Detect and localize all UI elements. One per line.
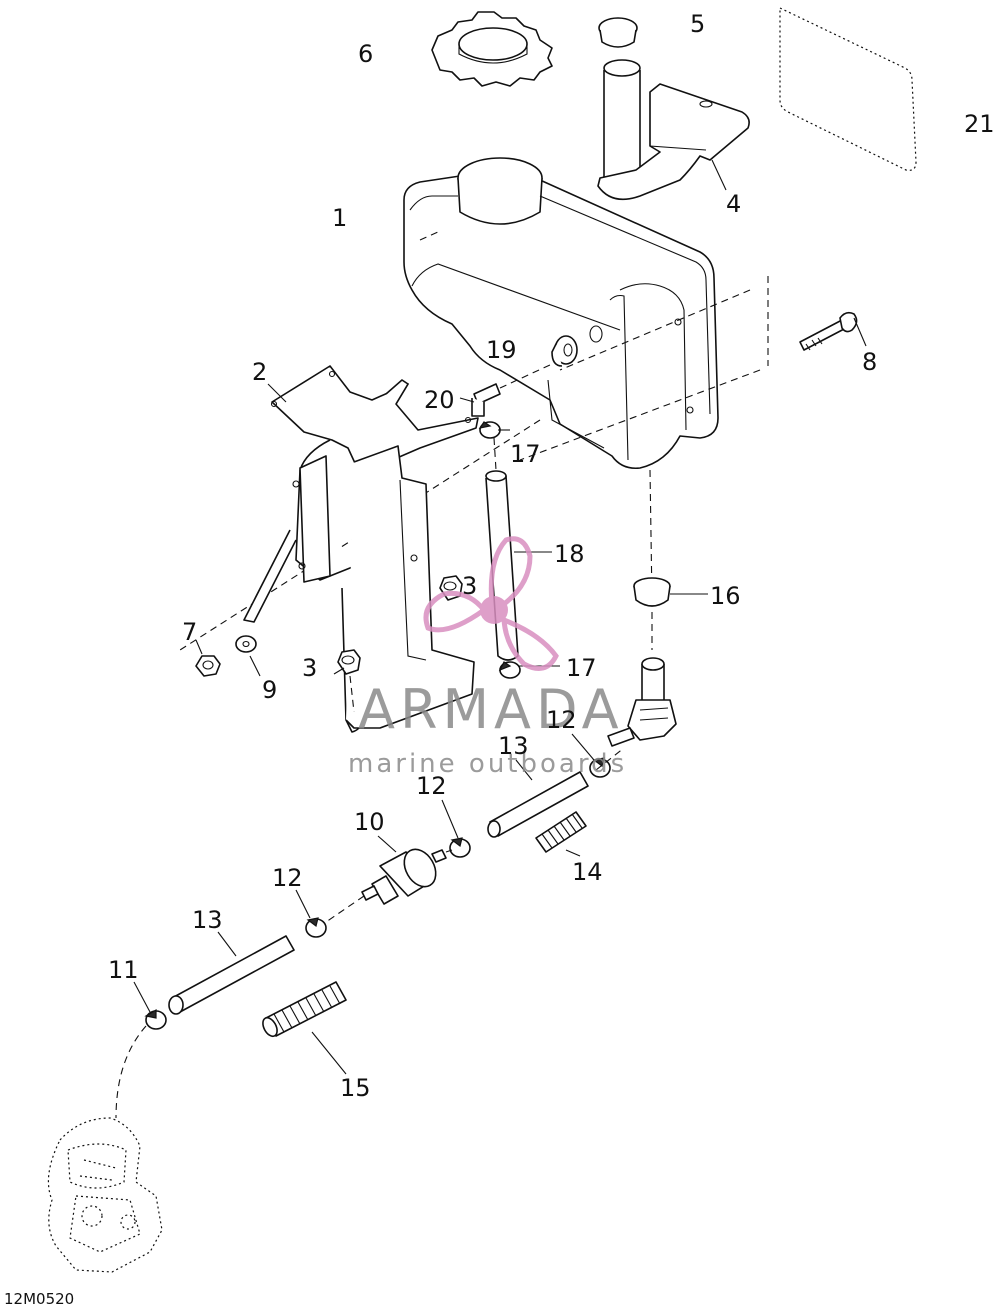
part-14-spring-guard [535,811,587,853]
callout-9: 9 [262,676,277,704]
part-5-grommet [598,17,638,48]
callout-5: 5 [690,10,705,38]
part-12-hose-clamp-middle [449,837,471,858]
callout-10: 10 [354,808,385,836]
callout-11: 11 [108,956,139,984]
callout-4: 4 [726,190,741,218]
part-13-fuel-hose-upper [487,747,625,838]
callout-12-bottom: 12 [272,864,303,892]
callout-1: 1 [332,204,347,232]
part-7-nut [195,655,221,677]
callout-21: 21 [964,110,995,138]
part-12-hose-clamp-top [589,757,611,778]
callout-19: 19 [486,336,517,364]
part-21-decal [779,7,917,171]
part-17-hose-clamp-lower [498,661,521,679]
callout-3-lower: 3 [302,654,317,682]
callout-3-upper: 3 [462,572,477,600]
callout-6: 6 [358,40,373,68]
fuel-outlet-valve [607,657,677,747]
callout-2: 2 [252,358,267,386]
figure-code: 12M0520 [4,1290,74,1308]
part-8-bolt [799,311,858,351]
callout-8: 8 [862,348,877,376]
propeller-logo [423,536,559,671]
part-19-grommet [551,335,578,367]
callout-16: 16 [710,582,741,610]
callout-13-upper: 13 [498,732,529,760]
callout-17-lower: 17 [566,654,597,682]
part-9-washer [235,635,257,653]
callout-20: 20 [424,386,455,414]
part-1-fuel-tank [403,157,769,470]
fuel-pump-phantom [47,1117,163,1273]
part-6-fuel-cap [431,11,553,87]
part-4-filler-neck-bracket [597,59,750,201]
callout-12-top: 12 [546,706,577,734]
armada-watermark: ARMADA marine outboards [348,536,627,779]
part-11-hose-clamp [144,1008,167,1030]
callout-13-lower: 13 [192,906,223,934]
callout-14: 14 [572,858,603,886]
part-13-fuel-hose-lower [168,935,295,1015]
part-12-hose-clamp-bottom [305,917,327,938]
callout-7: 7 [182,618,197,646]
watermark-subtitle: marine outboards [348,749,627,779]
callout-15: 15 [340,1074,371,1102]
part-10-fuel-filter [325,848,453,923]
watermark-title: ARMADA [358,678,624,741]
callout-18: 18 [554,540,585,568]
part-20-elbow-fitting [471,363,553,417]
callouts: 6 5 21 4 1 8 19 2 20 17 18 3 16 7 9 3 17… [108,10,995,1102]
part-17-hose-clamp-upper [478,421,501,439]
part-16-grommet [633,577,671,607]
part-15-spring-guard [262,981,347,1038]
callout-12-middle: 12 [416,772,447,800]
callout-17-upper: 17 [510,440,541,468]
